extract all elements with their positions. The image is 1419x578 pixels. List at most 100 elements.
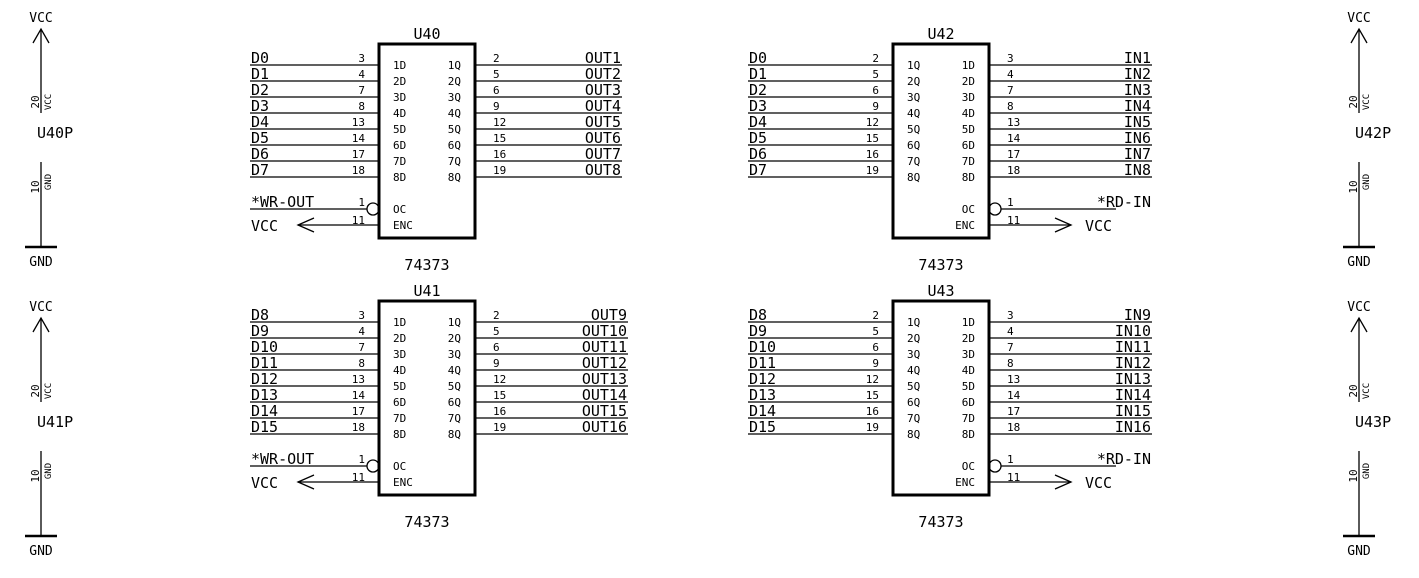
- pin-name-left: 6D: [393, 396, 406, 409]
- net-label: D1: [251, 65, 269, 83]
- pin-name-oc: OC: [393, 203, 406, 216]
- net-label: *RD-IN: [1097, 450, 1151, 468]
- chip-ref-label: U40: [413, 25, 440, 43]
- pin-number: 9: [872, 357, 879, 370]
- power-unit-ref: U42P: [1355, 124, 1391, 142]
- pin-name-right: 4Q: [448, 107, 461, 120]
- pin-name-right: 4D: [962, 107, 975, 120]
- pin-name-left: 8Q: [907, 171, 920, 184]
- net-label: D8: [749, 306, 767, 324]
- pin-name-right: 4D: [962, 364, 975, 377]
- pin-name-right: 1D: [962, 316, 975, 329]
- net-label: IN6: [1124, 129, 1151, 147]
- pin-number: 1: [1007, 196, 1014, 209]
- pin-number: 12: [866, 373, 879, 386]
- net-label: OUT6: [585, 129, 621, 147]
- net-label: IN16: [1115, 418, 1151, 436]
- chip-body: [891, 299, 991, 497]
- pin-name-right: 5D: [962, 380, 975, 393]
- gnd-symbol-label: GND: [29, 544, 53, 559]
- pin-name-oc: OC: [962, 203, 975, 216]
- net-label: D2: [251, 81, 269, 99]
- pin-number: 10: [1347, 469, 1360, 482]
- pin-number: 9: [493, 100, 500, 113]
- net-label: OUT1: [585, 49, 621, 67]
- chip-body: [891, 42, 991, 240]
- pin-name-right: 8D: [962, 171, 975, 184]
- net-label: D13: [749, 386, 776, 404]
- net-label: VCC: [251, 474, 278, 492]
- pin-number: 11: [1007, 471, 1020, 484]
- net-label: D12: [251, 370, 278, 388]
- net-label: D15: [251, 418, 278, 436]
- vcc-symbol-label: VCC: [1347, 11, 1370, 26]
- pin-name-right: 4Q: [448, 364, 461, 377]
- net-label: OUT8: [585, 161, 621, 179]
- pin-number: 3: [358, 52, 365, 65]
- pin-name-left: 5Q: [907, 380, 920, 393]
- chip-body: [377, 299, 477, 497]
- net-label: IN8: [1124, 161, 1151, 179]
- net-label: OUT16: [582, 418, 627, 436]
- pin-number: 7: [358, 84, 365, 97]
- pin-name-left: 3Q: [907, 91, 920, 104]
- pin-name-right: 7Q: [448, 412, 461, 425]
- net-label: D0: [251, 49, 269, 67]
- pin-number: 15: [866, 389, 879, 402]
- pin-name-enc: ENC: [393, 219, 413, 232]
- chip-ref-label: U43: [927, 282, 954, 300]
- pin-name-right: 6D: [962, 139, 975, 152]
- pin-name-enc: ENC: [393, 476, 413, 489]
- pin-number: 18: [1007, 164, 1020, 177]
- net-label: D7: [251, 161, 269, 179]
- pin-number: 6: [872, 84, 879, 97]
- pin-number: 10: [29, 180, 42, 193]
- chip-ref-label: U42: [927, 25, 954, 43]
- chip-part-label: 74373: [404, 256, 449, 274]
- net-label: IN15: [1115, 402, 1151, 420]
- net-label: OUT15: [582, 402, 627, 420]
- net-label: IN10: [1115, 322, 1151, 340]
- pin-name-left: 4Q: [907, 364, 920, 377]
- pin-number: 4: [358, 325, 365, 338]
- pin-name: GND: [44, 463, 54, 479]
- pin-number: 11: [352, 214, 365, 227]
- net-label: IN14: [1115, 386, 1151, 404]
- pin-name-left: 3D: [393, 91, 406, 104]
- net-label: IN4: [1124, 97, 1151, 115]
- pin-name-left: 6D: [393, 139, 406, 152]
- net-label: D6: [749, 145, 767, 163]
- pin-number: 12: [493, 373, 506, 386]
- net-label: IN2: [1124, 65, 1151, 83]
- pin-name-right: 6Q: [448, 396, 461, 409]
- net-label: *RD-IN: [1097, 193, 1151, 211]
- pin-name-right: 6Q: [448, 139, 461, 152]
- pin-name-right: 2D: [962, 75, 975, 88]
- chip-part-label: 74373: [918, 513, 963, 531]
- vcc-symbol-label: VCC: [1347, 300, 1370, 315]
- pin-name-right: 7D: [962, 155, 975, 168]
- pin-number: 4: [1007, 325, 1014, 338]
- net-label: D13: [251, 386, 278, 404]
- pin-number: 5: [872, 68, 879, 81]
- pin-number: 1: [358, 453, 365, 466]
- pin-number: 13: [352, 116, 365, 129]
- pin-name-right: 2D: [962, 332, 975, 345]
- net-label: D11: [749, 354, 776, 372]
- pin-name-right: 5Q: [448, 380, 461, 393]
- pin-number: 2: [872, 309, 879, 322]
- pin-name-right: 1Q: [448, 316, 461, 329]
- pin-number: 7: [1007, 341, 1014, 354]
- pin-name-left: 6Q: [907, 396, 920, 409]
- power-arrow-icon: [1054, 474, 1073, 490]
- pin-name-left: 4D: [393, 364, 406, 377]
- pin-number: 12: [493, 116, 506, 129]
- net-label: OUT11: [582, 338, 627, 356]
- pin-name-left: 5D: [393, 123, 406, 136]
- pin-number: 10: [29, 469, 42, 482]
- pin-name-left: 3D: [393, 348, 406, 361]
- pin-number: 1: [1007, 453, 1014, 466]
- chip-body: [377, 42, 477, 240]
- net-label: D5: [251, 129, 269, 147]
- pin-name-right: 3Q: [448, 91, 461, 104]
